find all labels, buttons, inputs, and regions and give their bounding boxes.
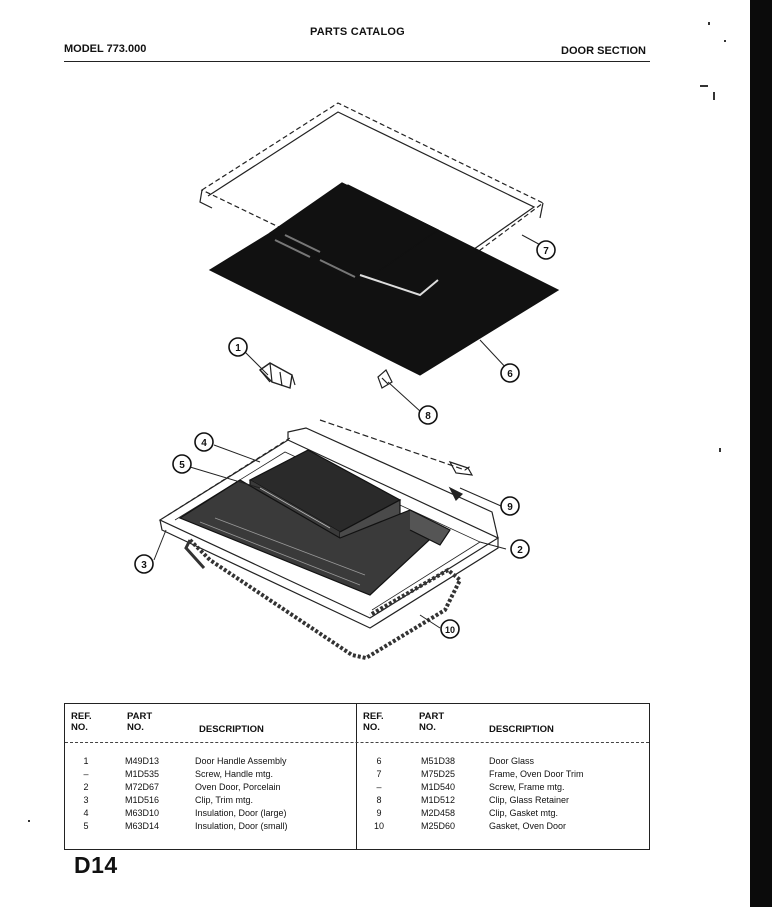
table-cell-desc: Screw, Handle mtg.	[195, 769, 274, 779]
table-cell-desc: Frame, Oven Door Trim	[489, 769, 584, 779]
header-rule	[64, 61, 650, 62]
table-cell-part: M2D458	[421, 808, 456, 818]
table-cell-part: M75D25	[421, 769, 456, 779]
table-cell-ref: 1	[83, 756, 89, 766]
table-cell-desc: Clip, Glass Retainer	[489, 795, 570, 805]
callout-5	[172, 454, 192, 474]
table-cell-ref: 4	[83, 808, 89, 818]
scan-speck	[708, 22, 710, 25]
glass-retainer-clip	[377, 369, 393, 389]
door-glass	[208, 182, 560, 376]
table-cell-part: M1D535	[125, 769, 160, 779]
table-cell-desc: Clip, Gasket mtg.	[489, 808, 559, 818]
callout-2	[510, 539, 530, 559]
large-insulation	[178, 479, 451, 596]
table-cell-ref: 7	[376, 769, 382, 779]
table-cell-desc: Insulation, Door (small)	[195, 821, 288, 831]
callout-4-label: 4	[201, 438, 207, 449]
table-cell-part: M25D60	[421, 821, 456, 831]
table-cell-part: M1D540	[421, 782, 456, 792]
header-ref-no: REF. NO.	[71, 711, 92, 733]
table-cell-ref: 6	[376, 756, 382, 766]
oven-door-gasket	[184, 538, 463, 661]
table-cell-desc: Insulation, Door (large)	[195, 808, 287, 818]
table-cell-ref: 3	[83, 795, 89, 805]
table-cell-part: M1D512	[421, 795, 456, 805]
callout-3-label: 3	[141, 560, 147, 571]
header-part-no: PART NO.	[127, 711, 153, 733]
callout-2-label: 2	[517, 545, 523, 556]
callout-7	[536, 240, 556, 260]
callout-9	[500, 496, 520, 516]
table-cell-ref: 10	[373, 821, 384, 831]
callout-6-label: 6	[507, 369, 513, 380]
callout-10	[440, 619, 460, 639]
callout-8-label: 8	[425, 411, 431, 422]
exploded-door-diagram: 7 6 1 8 4 5 9 2 3 10	[134, 102, 560, 661]
callout-3	[134, 554, 154, 574]
section-name: DOOR SECTION	[561, 45, 646, 57]
parts-table: REF. NO. PART NO. DESCRIPTION REF. NO. P…	[64, 703, 650, 850]
callout-4	[194, 432, 214, 452]
page-code: D14	[74, 852, 118, 878]
callout-5-label: 5	[179, 460, 185, 471]
table-cell-ref: –	[376, 782, 382, 792]
table-header-rule	[65, 742, 649, 743]
callout-10-label: 10	[445, 625, 455, 635]
scan-speck	[28, 820, 30, 822]
header-description: DESCRIPTION	[489, 724, 554, 735]
table-cell-desc: Screw, Frame mtg.	[489, 782, 565, 792]
callout-1-label: 1	[235, 343, 241, 354]
door-handle	[258, 362, 296, 389]
table-cell-ref: 5	[83, 821, 89, 831]
callout-9-label: 9	[507, 502, 513, 513]
callout-6	[500, 363, 520, 383]
table-cell-part: M49D13	[125, 756, 160, 766]
table-cell-desc: Door Handle Assembly	[195, 756, 287, 766]
header-description: DESCRIPTION	[199, 724, 264, 735]
page-title: PARTS CATALOG	[310, 26, 405, 38]
scan-speck	[700, 85, 708, 87]
table-cell-part: M1D516	[125, 795, 160, 805]
table-column-divider	[356, 704, 357, 849]
table-cell-ref: 9	[376, 808, 382, 818]
model-number: MODEL 773.000	[64, 43, 147, 55]
table-cell-desc: Gasket, Oven Door	[489, 821, 567, 831]
callout-7-label: 7	[543, 246, 549, 257]
table-cell-desc: Oven Door, Porcelain	[195, 782, 281, 792]
scan-edge-bar	[750, 0, 772, 907]
table-cell-ref: 2	[83, 782, 89, 792]
scan-speck	[719, 448, 721, 452]
scan-speck	[724, 40, 726, 42]
table-cell-ref: –	[83, 769, 89, 779]
table-cell-part: M72D67	[125, 782, 160, 792]
header-part-no: PART NO.	[419, 711, 445, 733]
table-cell-part: M51D38	[421, 756, 456, 766]
scan-speck	[713, 92, 715, 100]
callout-8	[418, 405, 438, 425]
table-cell-part: M63D10	[125, 808, 160, 818]
header-ref-no: REF. NO.	[363, 711, 384, 733]
callout-1	[228, 337, 248, 357]
table-cell-part: M63D14	[125, 821, 160, 831]
table-cell-ref: 8	[376, 795, 382, 805]
table-cell-desc: Door Glass	[489, 756, 535, 766]
table-cell-desc: Clip, Trim mtg.	[195, 795, 254, 805]
